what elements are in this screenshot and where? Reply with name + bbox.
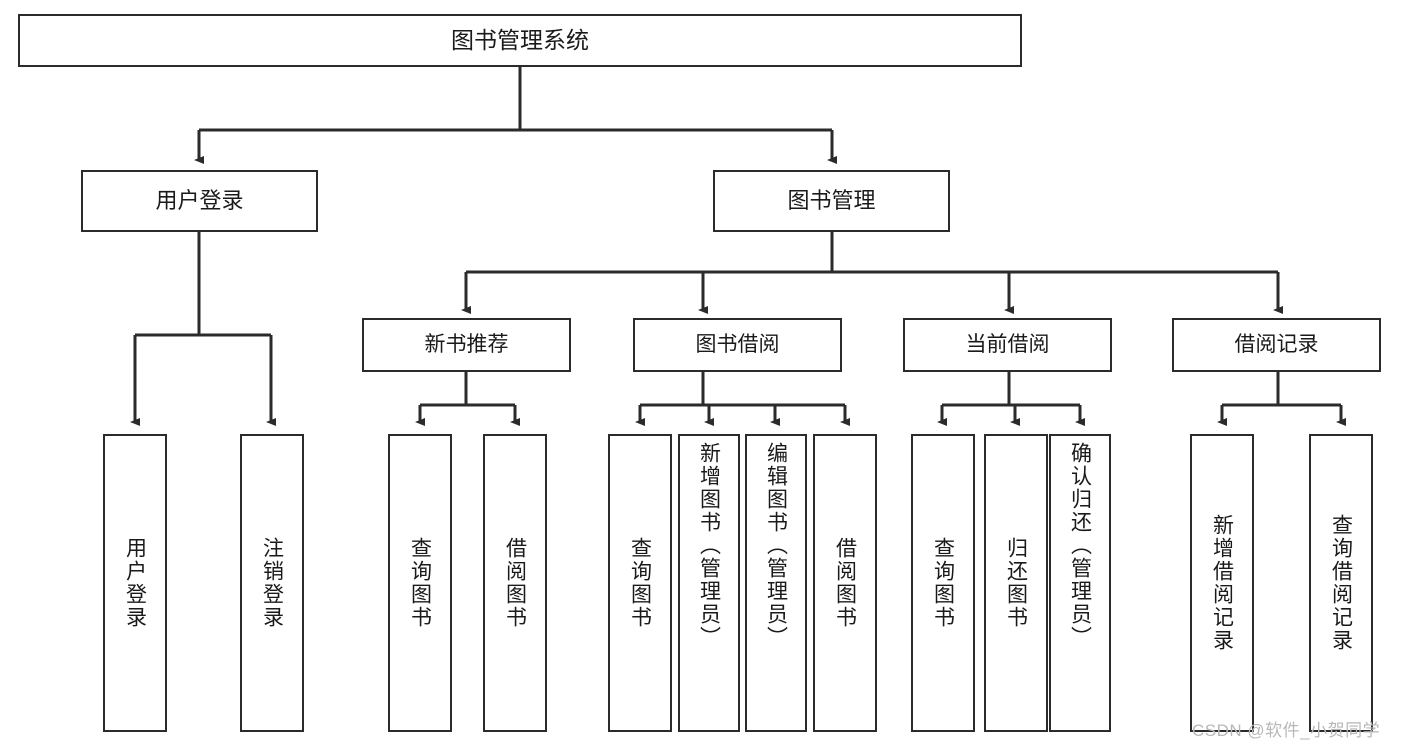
node-new-book-recommend-label: 新书推荐 <box>424 332 509 356</box>
leaf-query-book-current[interactable]: 查询图书 <box>911 434 975 732</box>
node-root-label: 图书管理系统 <box>451 26 589 53</box>
leaf-confirm-return-admin[interactable]: 确认归还（管理员） <box>1049 434 1111 732</box>
leaf-edit-book-admin[interactable]: 编辑图书（管理员） <box>745 434 807 732</box>
watermark: CSDN @软件_小贺同学 <box>1192 721 1381 740</box>
leaf-query-book-borrow[interactable]: 查询图书 <box>608 434 672 732</box>
node-book-management[interactable]: 图书管理 <box>713 170 950 232</box>
leaf-user-login[interactable]: 用户登录 <box>103 434 167 732</box>
leaf-query-borrow-record-label: 查询借阅记录 <box>1329 514 1353 652</box>
leaf-borrow-book-recommend-label: 借阅图书 <box>503 537 527 629</box>
leaf-borrow-book-label: 借阅图书 <box>833 537 857 629</box>
node-book-borrow[interactable]: 图书借阅 <box>633 318 842 372</box>
node-book-management-label: 图书管理 <box>787 188 876 214</box>
node-user-login-label: 用户登录 <box>155 188 244 214</box>
leaf-add-borrow-record-label: 新增借阅记录 <box>1210 514 1234 652</box>
leaf-query-book-borrow-label: 查询图书 <box>628 537 652 629</box>
leaf-borrow-book[interactable]: 借阅图书 <box>813 434 877 732</box>
node-borrow-record[interactable]: 借阅记录 <box>1172 318 1381 372</box>
leaf-add-borrow-record[interactable]: 新增借阅记录 <box>1190 434 1254 732</box>
leaf-borrow-book-recommend[interactable]: 借阅图书 <box>483 434 547 732</box>
node-book-borrow-label: 图书借阅 <box>695 332 780 356</box>
leaf-return-book[interactable]: 归还图书 <box>984 434 1048 732</box>
leaf-query-borrow-record[interactable]: 查询借阅记录 <box>1309 434 1373 732</box>
node-current-borrow[interactable]: 当前借阅 <box>903 318 1112 372</box>
leaf-add-book-admin[interactable]: 新增图书（管理员） <box>678 434 740 732</box>
node-borrow-record-label: 借阅记录 <box>1234 332 1319 356</box>
node-root[interactable]: 图书管理系统 <box>18 14 1022 67</box>
leaf-query-book-recommend-label: 查询图书 <box>408 537 432 629</box>
leaf-return-book-label: 归还图书 <box>1004 537 1028 629</box>
leaf-query-book-current-label: 查询图书 <box>931 537 955 629</box>
node-new-book-recommend[interactable]: 新书推荐 <box>362 318 571 372</box>
leaf-add-book-admin-label: 新增图书（管理员） <box>697 442 721 649</box>
leaf-user-login-label: 用户登录 <box>123 537 147 629</box>
node-user-login[interactable]: 用户登录 <box>81 170 318 232</box>
node-current-borrow-label: 当前借阅 <box>965 332 1050 356</box>
leaf-logout-label: 注销登录 <box>260 537 284 629</box>
leaf-edit-book-admin-label: 编辑图书（管理员） <box>764 442 788 649</box>
leaf-confirm-return-admin-label: 确认归还（管理员） <box>1068 442 1092 649</box>
leaf-logout[interactable]: 注销登录 <box>240 434 304 732</box>
leaf-query-book-recommend[interactable]: 查询图书 <box>388 434 452 732</box>
